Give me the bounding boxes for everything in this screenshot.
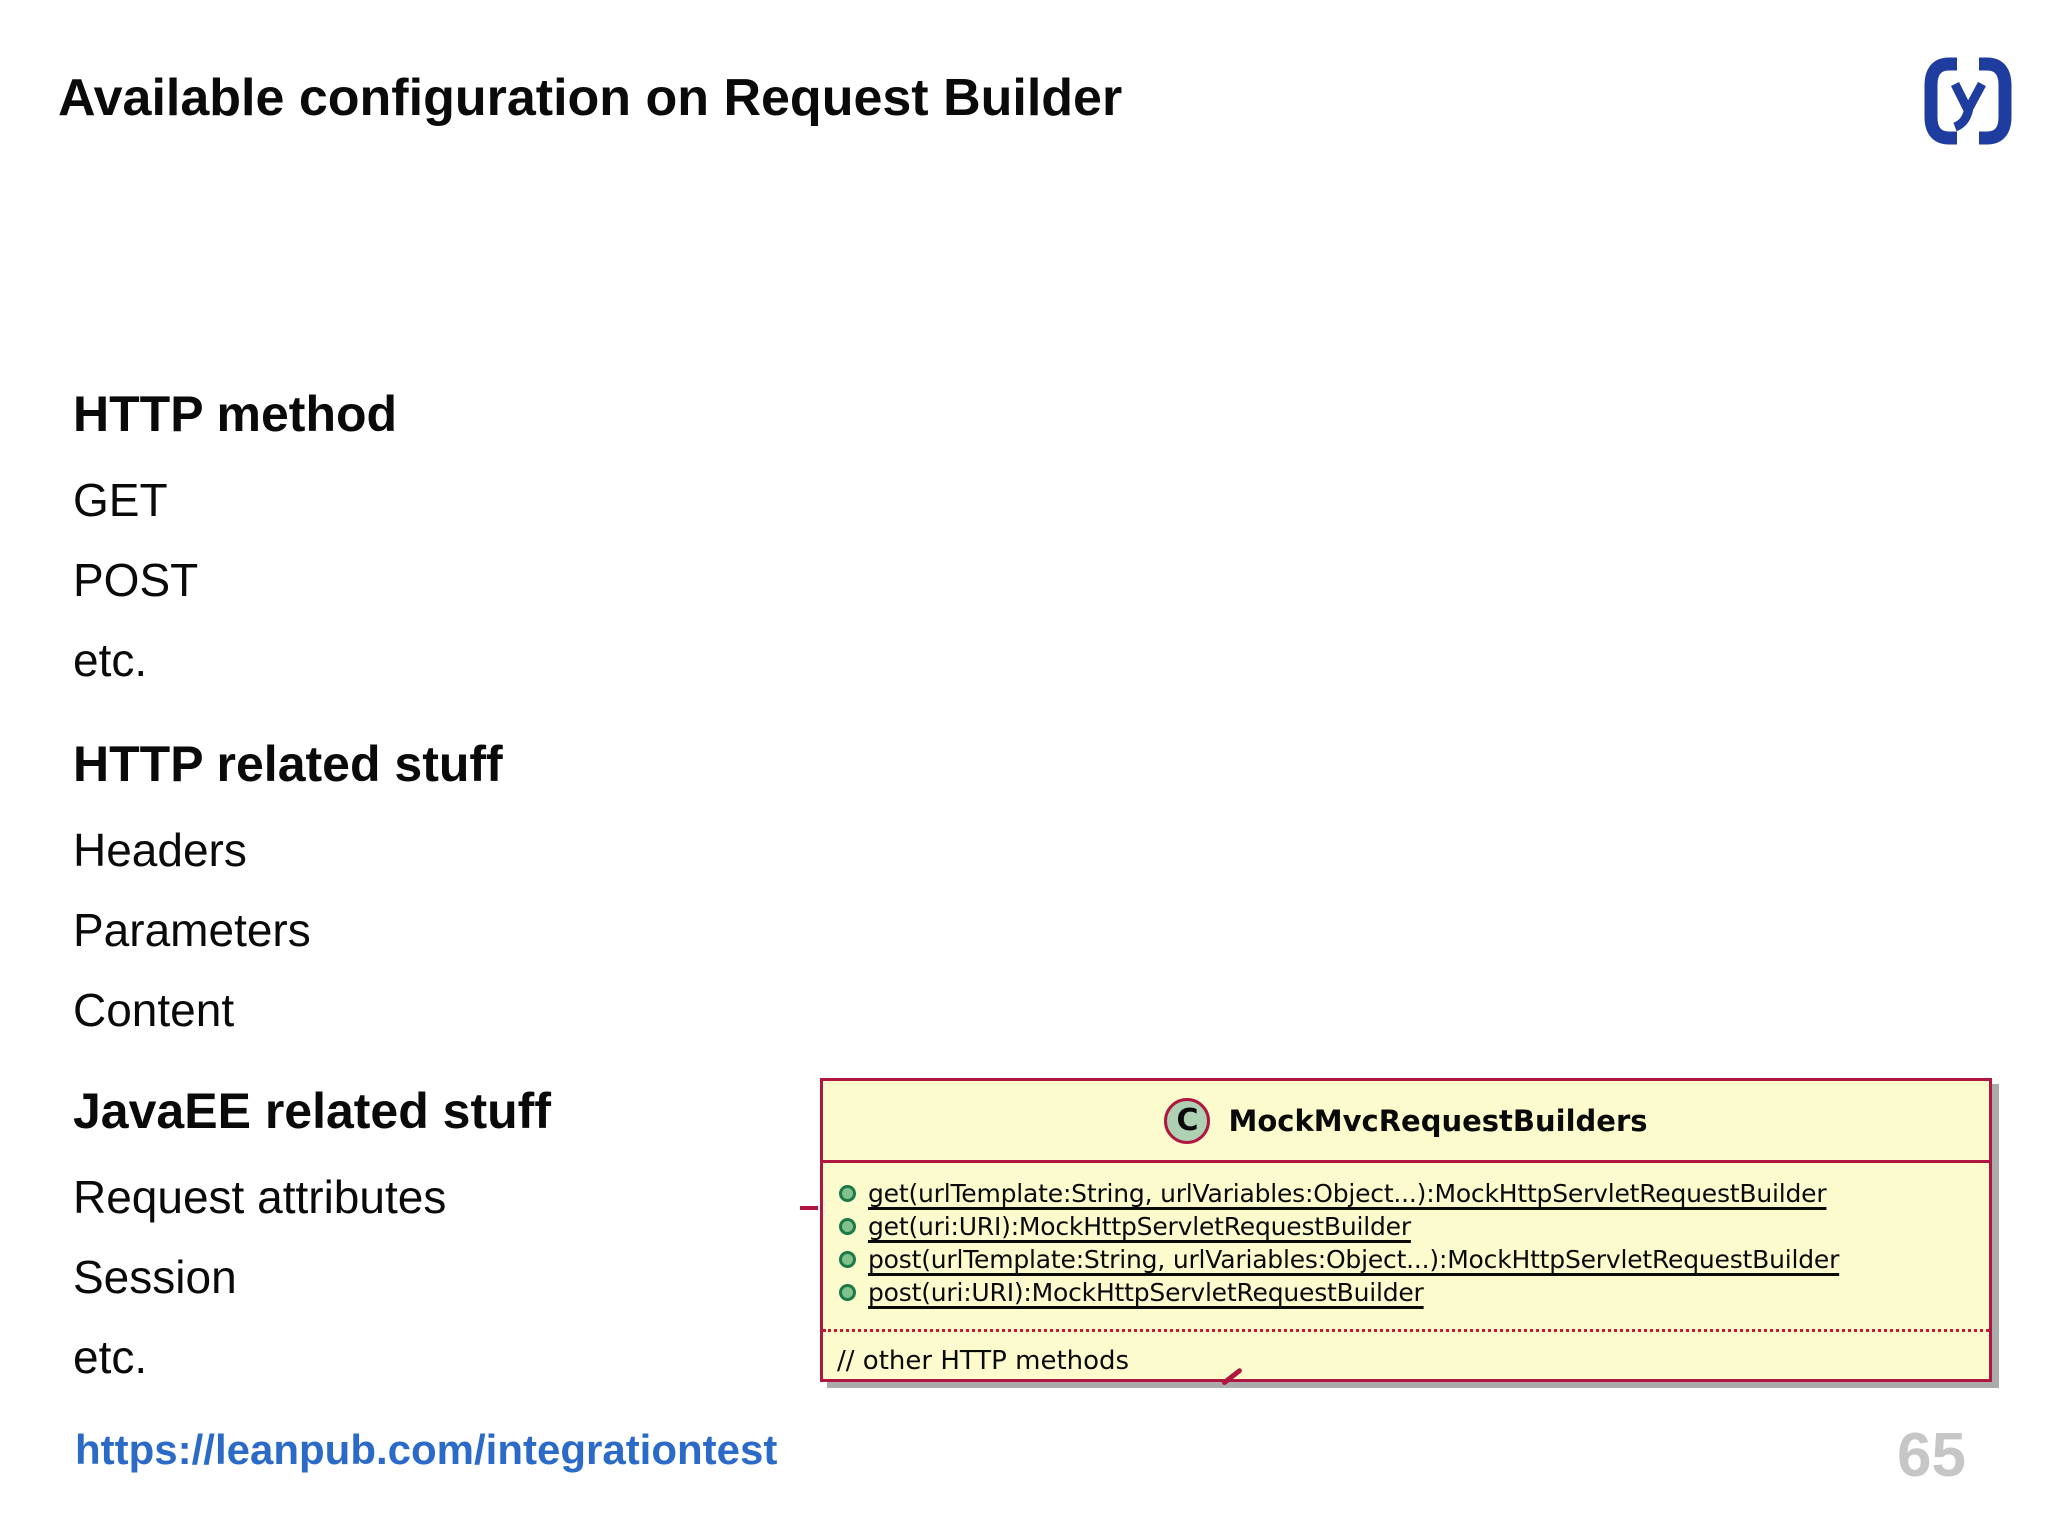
footer-link[interactable]: https://leanpub.com/integrationtest (75, 1426, 778, 1473)
list-item: Request attributes (73, 1171, 447, 1223)
uml-dotted-divider (823, 1329, 1989, 1332)
uml-class-name: MockMvcRequestBuilders (1228, 1103, 1648, 1138)
uml-comment: // other HTTP methods (837, 1346, 1130, 1376)
list-item: Parameters (73, 904, 311, 956)
list-item: GET (73, 474, 168, 526)
list-item: Content (73, 984, 235, 1036)
list-item: Session (73, 1251, 237, 1303)
section-heading: HTTP related stuff (73, 736, 503, 792)
brand-logo-icon (1924, 57, 2012, 145)
uml-method: post(urlTemplate:String, urlVariables:Ob… (868, 1245, 1840, 1274)
uml-method: post(uri:URI):MockHttpServletRequestBuil… (868, 1278, 1424, 1307)
method-visibility-icon (839, 1218, 856, 1235)
uml-method-row: get(uri:URI):MockHttpServletRequestBuild… (839, 1210, 1981, 1243)
list-item: etc. (73, 1331, 148, 1383)
section-heading: HTTP method (73, 386, 398, 442)
uml-method-row: get(urlTemplate:String, urlVariables:Obj… (839, 1177, 1981, 1210)
uml-method-list: get(urlTemplate:String, urlVariables:Obj… (823, 1163, 1989, 1319)
arrow-fragment-left (800, 1206, 818, 1210)
class-stereotype-icon: C (1164, 1097, 1211, 1144)
method-visibility-icon (839, 1185, 856, 1202)
section-javaee-related: JavaEE related stuff Request attributes … (73, 1082, 773, 1397)
method-visibility-icon (839, 1251, 856, 1268)
uml-method: get(uri:URI):MockHttpServletRequestBuild… (868, 1212, 1411, 1241)
page-number: 65 (1897, 1421, 1966, 1490)
list-item: Headers (73, 824, 247, 876)
section-http-related: HTTP related stuff Headers Parameters Co… (73, 735, 773, 1050)
uml-method-row: post(urlTemplate:String, urlVariables:Ob… (839, 1243, 1981, 1276)
list-item: POST (73, 554, 199, 606)
uml-class-header: C MockMvcRequestBuilders (823, 1081, 1989, 1163)
uml-class-box: C MockMvcRequestBuilders get(urlTemplate… (820, 1078, 1992, 1382)
method-visibility-icon (839, 1284, 856, 1301)
list-item: etc. (73, 634, 148, 686)
page-title: Available configuration on Request Build… (58, 69, 1123, 127)
uml-method: get(urlTemplate:String, urlVariables:Obj… (868, 1179, 1827, 1208)
uml-method-row: post(uri:URI):MockHttpServletRequestBuil… (839, 1276, 1981, 1309)
section-http-method: HTTP method GET POST etc. (73, 385, 773, 700)
section-heading: JavaEE related stuff (73, 1083, 551, 1139)
